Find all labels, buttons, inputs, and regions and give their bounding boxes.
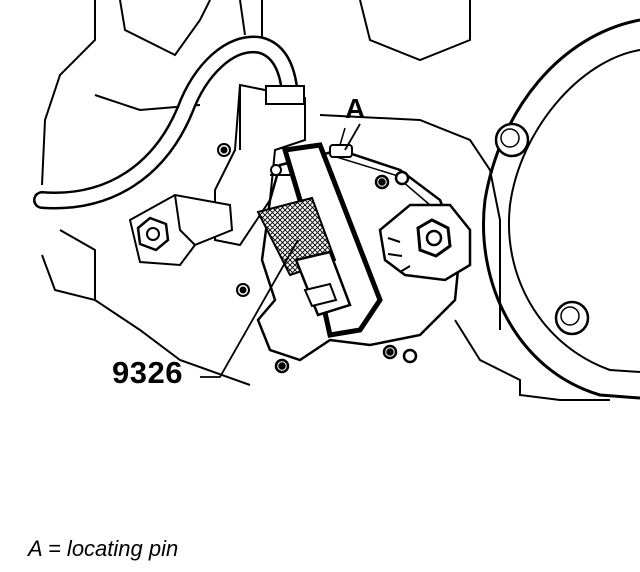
vacuum-hose bbox=[33, 35, 305, 210]
leader-lines bbox=[200, 123, 361, 378]
transmission-housing bbox=[41, 0, 610, 401]
setting-gauge-tool bbox=[256, 142, 383, 338]
bell-housing bbox=[482, 18, 640, 400]
callout-label-a: A bbox=[345, 93, 366, 124]
callout-label-tool: 9326 bbox=[112, 355, 183, 390]
legend-text: A = locating pin bbox=[28, 536, 179, 561]
mounting-bracket bbox=[214, 83, 306, 247]
right-mounting-bolt bbox=[378, 203, 472, 282]
left-bolt-bracket bbox=[128, 193, 250, 297]
